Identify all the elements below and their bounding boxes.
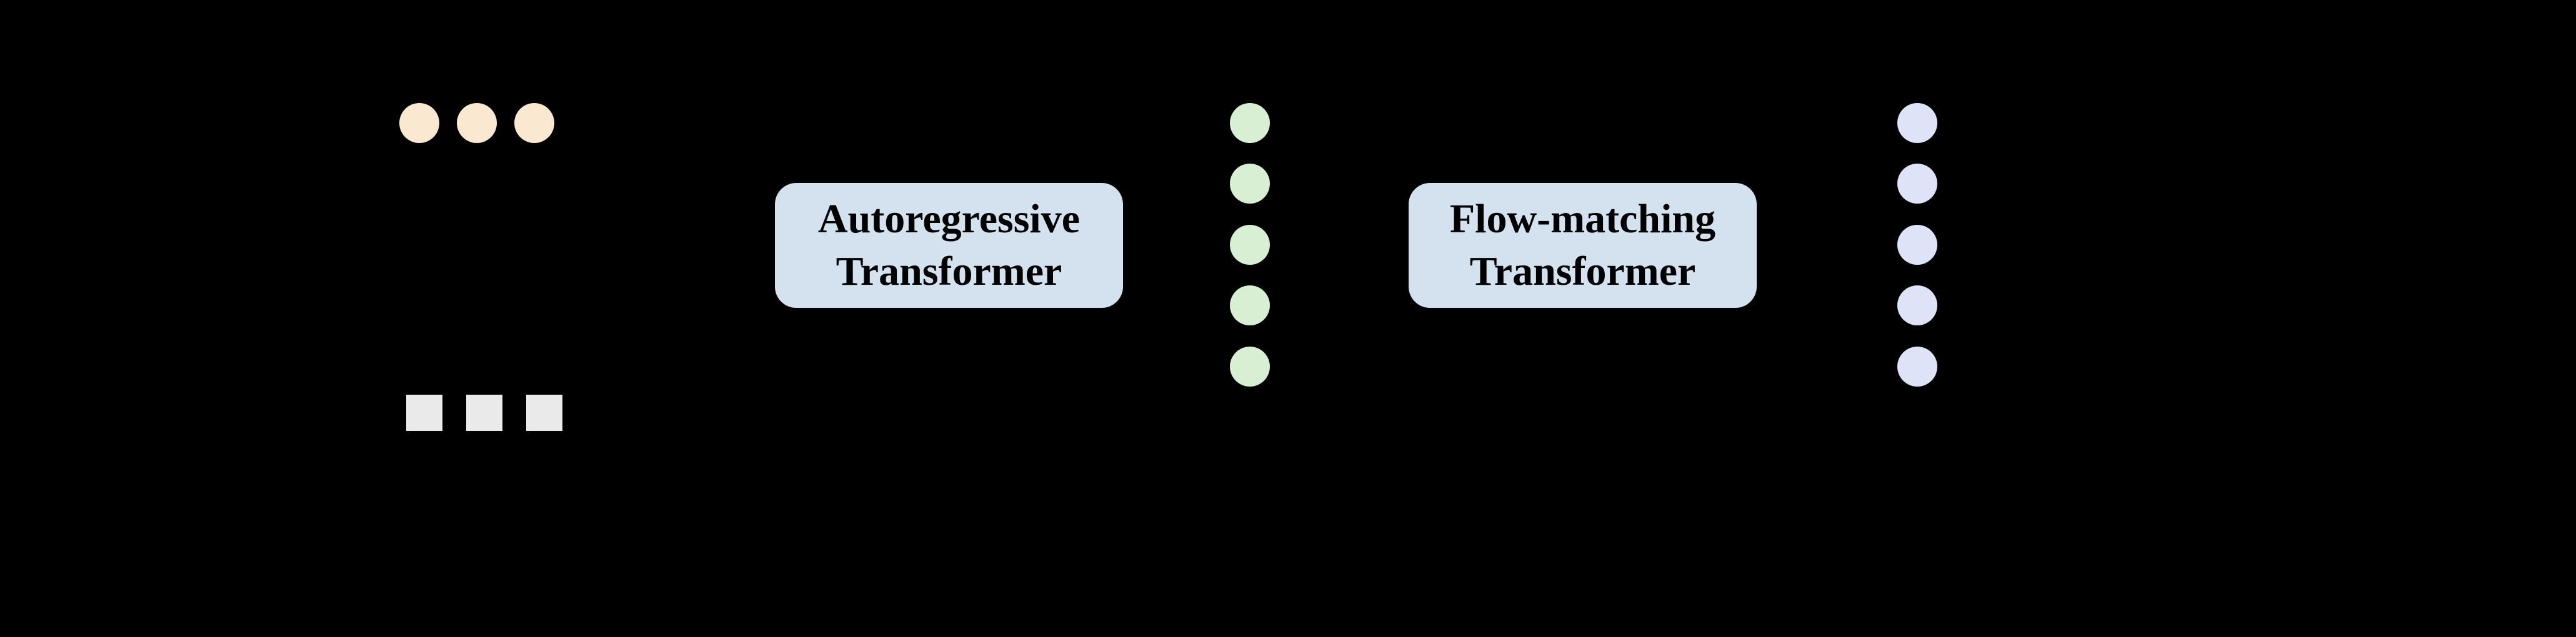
- input-token-circle: [514, 103, 554, 143]
- flow-matching-transformer-label-line2: Transformer: [1469, 249, 1696, 294]
- intermediate-token-circle: [1230, 285, 1270, 325]
- output-token-circle: [1897, 285, 1937, 325]
- intermediate-token-circle: [1230, 103, 1270, 143]
- autoregressive-transformer-label-line2: Transformer: [836, 249, 1062, 294]
- intermediate-token-circle: [1230, 347, 1270, 387]
- input-token-square: [526, 395, 562, 431]
- output-token-circle: [1897, 103, 1937, 143]
- input-token-circle: [457, 103, 497, 143]
- autoregressive-transformer-block: Autoregressive Transformer: [775, 183, 1123, 308]
- intermediate-token-circle: [1230, 164, 1270, 204]
- input-token-square: [406, 395, 442, 431]
- input-token-circle: [399, 103, 439, 143]
- flow-matching-transformer-label-line1: Flow-matching: [1449, 196, 1716, 242]
- flow-matching-transformer-block: Flow-matching Transformer: [1409, 183, 1757, 308]
- output-token-circle: [1897, 164, 1937, 204]
- output-token-circle: [1897, 347, 1937, 387]
- autoregressive-transformer-label-line1: Autoregressive: [817, 196, 1081, 242]
- intermediate-token-circle: [1230, 225, 1270, 265]
- input-token-square: [466, 395, 502, 431]
- output-token-circle: [1897, 225, 1937, 265]
